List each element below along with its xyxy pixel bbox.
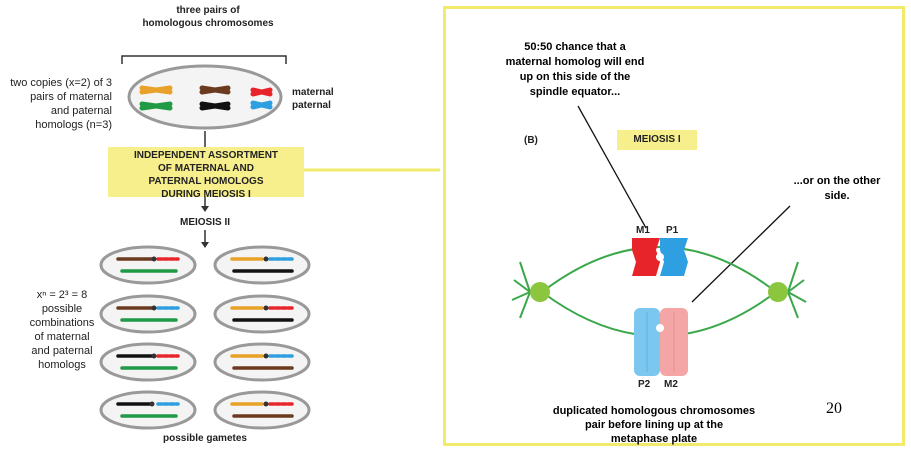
panel-b-label: (B): [524, 135, 538, 146]
top-label-line: three pairs of: [176, 5, 240, 16]
chance-note: 50:50 chance that a maternal homolog wil…: [470, 40, 680, 100]
caption-line: metaphase plate: [610, 433, 698, 445]
copies-line: two copies (x=2) of 3: [10, 77, 112, 89]
top-label-line: homologous chromosomes: [142, 18, 274, 29]
top-label: three pairs of homologous chromosomes: [118, 4, 298, 30]
caption: duplicated homologous chromosomes pair b…: [520, 404, 788, 446]
combinations-note: xⁿ = 2³ = 8 possible combinations of mat…: [26, 288, 98, 372]
homolog-pair-upper: [632, 238, 688, 276]
pointer-line: [691, 205, 791, 303]
copies-line: pairs of maternal: [30, 91, 112, 103]
combo-line: and paternal: [31, 345, 93, 357]
maternal-label: maternal: [292, 87, 334, 98]
gamete-chromosomes: [116, 257, 294, 418]
combo-line: xⁿ = 2³ = 8: [36, 289, 88, 301]
parent-cell: [127, 64, 283, 130]
meiosis-ii-label: MEIOSIS II: [179, 217, 230, 228]
combo-line: possible: [41, 303, 83, 315]
assort-line: INDEPENDENT ASSORTMENT: [133, 150, 279, 161]
combo-line: combinations: [29, 317, 95, 329]
arrow-down-icon: [201, 206, 209, 212]
other-line: ...or on the other: [793, 175, 881, 187]
left-figure-graphics: [99, 55, 440, 430]
arrow-down-icon: [201, 242, 209, 248]
possible-gametes-label: possible gametes: [163, 433, 247, 444]
combo-line: of maternal: [34, 331, 90, 343]
m2-label: M2: [664, 379, 678, 390]
chance-line: maternal homolog will end: [505, 56, 645, 68]
chance-line: up on this side of the: [519, 71, 631, 83]
chance-line: spindle equator...: [529, 86, 621, 98]
chance-line: 50:50 chance that a: [524, 41, 626, 53]
paternal-label: paternal: [292, 100, 331, 111]
independent-assortment-box: INDEPENDENT ASSORTMENT OF MATERNAL AND P…: [108, 147, 304, 200]
caption-line: pair before lining up at the: [584, 419, 724, 431]
combo-line: homologs: [38, 359, 86, 371]
p1-label: P1: [666, 225, 679, 236]
gamete-cells: [99, 245, 311, 430]
meiosis-i-box: MEIOSIS I: [617, 130, 697, 150]
assort-line: PATERNAL HOMOLOGS: [148, 176, 264, 187]
homolog-pair-lower: [634, 308, 688, 376]
chromosome-pairs-icon: [139, 85, 273, 111]
page-number: 20: [826, 400, 842, 417]
p2-label: P2: [638, 379, 651, 390]
assort-line: DURING MEIOSIS I: [161, 189, 251, 200]
other-line: side.: [824, 190, 850, 202]
caption-line: duplicated homologous chromosomes: [552, 405, 756, 417]
other-side-note: ...or on the other side.: [772, 174, 902, 204]
centrosome-right: [768, 282, 788, 302]
assort-line: OF MATERNAL AND: [158, 163, 254, 174]
bracket: [121, 55, 287, 64]
copies-line: homologs (n=3): [35, 119, 112, 131]
centromere-dots: [149, 256, 269, 407]
copies-line: and paternal: [50, 105, 112, 117]
m1-label: M1: [636, 225, 650, 236]
copies-note: two copies (x=2) of 3 pairs of maternal …: [0, 76, 112, 132]
centrosome-left: [530, 282, 550, 302]
pointer-line: [577, 105, 647, 229]
